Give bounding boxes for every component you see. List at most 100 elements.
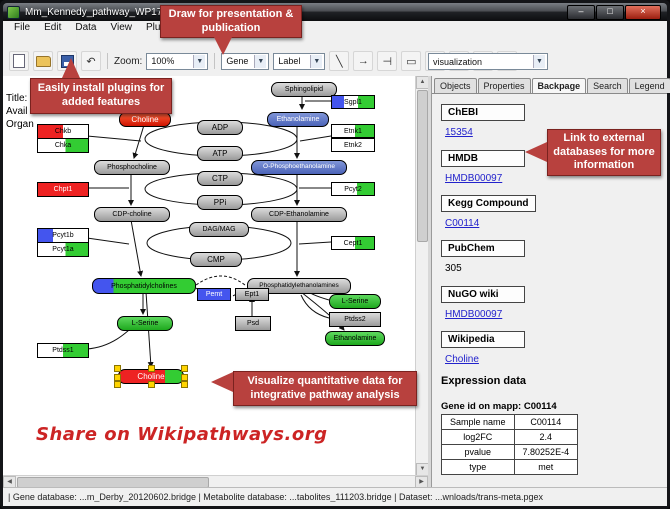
tab-objects[interactable]: Objects — [434, 78, 477, 93]
node-ethanolamine-bottom[interactable]: Ethanolamine — [325, 331, 385, 346]
tab-backpage[interactable]: Backpage — [531, 78, 587, 93]
menu-data[interactable]: Data — [75, 22, 97, 33]
node-ept1[interactable]: Ept1 — [235, 288, 269, 301]
node-pemt[interactable]: Pemt — [197, 288, 231, 301]
node-adp[interactable]: ADP — [197, 120, 243, 135]
pathway-canvas[interactable]: Title: Avail Organ — [3, 76, 416, 476]
statusbar: | Gene database: ...m_Derby_20120602.bri… — [3, 487, 667, 506]
new-file-button[interactable] — [9, 51, 29, 71]
tbar-tool-button[interactable]: ⊣ — [377, 51, 398, 71]
node-choline[interactable]: Choline — [119, 112, 171, 127]
node-dag-mag[interactable]: DAG/MAG — [189, 222, 249, 237]
table-cell: 2.4 — [513, 429, 579, 445]
rect-tool-button[interactable]: ▭ — [401, 51, 422, 71]
node-chka[interactable]: Chka — [37, 138, 89, 153]
visualization-select[interactable]: visualization ▼ — [428, 53, 548, 70]
wikipedia-link[interactable]: Choline — [445, 354, 479, 365]
chevron-down-icon: ▼ — [254, 54, 267, 68]
hmdb-link[interactable]: HMDB00097 — [445, 173, 503, 184]
node-etnk2[interactable]: Etnk2 — [331, 138, 375, 152]
node-ppi[interactable]: PPi — [197, 195, 243, 210]
node-pcyt2[interactable]: Pcyt2 — [331, 182, 375, 196]
node-chkb[interactable]: Chkb — [37, 124, 89, 139]
selection-handle[interactable] — [114, 381, 121, 388]
selection-handle[interactable] — [181, 381, 188, 388]
callout-draw: Draw for presentation & publication — [160, 5, 302, 38]
line-icon: ╲ — [336, 55, 343, 68]
node-l-serine-right[interactable]: L-Serine — [329, 294, 381, 309]
maximize-button[interactable]: □ — [596, 5, 624, 20]
selection-handle[interactable] — [181, 365, 188, 372]
node-ptdss2[interactable]: Ptdss2 — [329, 312, 381, 327]
node-cdp-choline[interactable]: CDP-choline — [94, 207, 170, 222]
minimize-button[interactable]: – — [567, 5, 595, 20]
chebi-link[interactable]: 15354 — [445, 127, 473, 138]
selection-handle[interactable] — [114, 365, 121, 372]
callout-databases-arrow-icon — [525, 142, 547, 162]
tab-divider — [432, 93, 667, 94]
node-ptdss1[interactable]: Ptdss1 — [37, 343, 89, 358]
menu-edit[interactable]: Edit — [44, 22, 62, 33]
node-sphingolipid[interactable]: Sphingolipid — [271, 82, 337, 97]
scroll-left-icon[interactable]: ◀ — [3, 476, 16, 489]
info-availability-label: Avail — [6, 106, 28, 117]
node-phosphatidylcholines[interactable]: Phosphatidylcholines — [92, 278, 196, 294]
section-header-wikipedia: Wikipedia — [441, 331, 525, 348]
node-pcyt1b[interactable]: Pcyt1b — [37, 228, 89, 243]
undo-button[interactable]: ↶ — [81, 51, 101, 71]
menu-file[interactable]: File — [14, 22, 31, 33]
sidebar-tabs: Objects Properties Backpage Search Legen… — [434, 78, 670, 93]
toolbar: ↶ Zoom: 100% ▼ Gene ▼ Label ▼ ╲ → ⊣ ▭ ○ … — [3, 34, 667, 77]
node-etnk1[interactable]: Etnk1 — [331, 124, 375, 138]
node-phosphocholine[interactable]: Phosphocholine — [94, 160, 170, 175]
node-ctp[interactable]: CTP — [197, 171, 243, 186]
expression-data-title: Expression data — [441, 375, 526, 387]
open-button[interactable] — [33, 51, 53, 71]
selection-handle[interactable] — [181, 373, 188, 381]
table-row: pvalue 7.80252E-4 — [441, 444, 579, 460]
zoom-select[interactable]: 100% ▼ — [146, 52, 209, 70]
menu-view[interactable]: View — [110, 22, 132, 33]
tab-properties[interactable]: Properties — [477, 78, 531, 93]
toolbar-separator — [214, 53, 216, 69]
canvas-area: Title: Avail Organ — [3, 76, 429, 489]
node-sgpl1[interactable]: Sgpl1 — [331, 95, 375, 109]
vertical-scrollbar[interactable]: ▲ ▼ — [415, 76, 429, 476]
table-cell: Sample name — [441, 414, 515, 430]
splitter[interactable] — [428, 76, 431, 488]
label-template-select[interactable]: Label ▼ — [273, 52, 326, 70]
section-header-chebi: ChEBI — [441, 104, 525, 121]
callout-visualize: Visualize quantitative data for integrat… — [233, 371, 417, 406]
tab-search[interactable]: Search — [587, 78, 628, 93]
vertical-scroll-thumb[interactable] — [417, 90, 428, 242]
arrow-tool-button[interactable]: → — [353, 51, 374, 71]
selection-handle[interactable] — [148, 365, 155, 372]
node-l-serine-left[interactable]: L-Serine — [117, 316, 173, 331]
node-chpt1[interactable]: Chpt1 — [37, 182, 89, 197]
table-cell: 7.80252E-4 — [513, 444, 579, 460]
close-button[interactable]: × — [625, 5, 661, 20]
pubchem-value: 305 — [445, 263, 462, 274]
selection-handle[interactable] — [114, 373, 121, 381]
node-cdp-ethanolamine[interactable]: CDP-Ethanolamine — [251, 207, 347, 222]
line-tool-button[interactable]: ╲ — [329, 51, 350, 71]
table-row: Sample name C00114 — [441, 414, 579, 430]
kegg-link[interactable]: C00114 — [445, 218, 480, 229]
selection-handle[interactable] — [148, 381, 155, 388]
node-atp[interactable]: ATP — [197, 146, 243, 161]
nugo-link[interactable]: HMDB00097 — [445, 309, 503, 320]
share-text: Share on Wikipathways.org — [36, 424, 328, 445]
callout-plugins-arrow-icon — [62, 58, 80, 78]
node-cept1[interactable]: Cept1 — [331, 236, 375, 250]
node-o-phosphoethanolamine[interactable]: O-Phosphoethanolamine — [251, 160, 347, 175]
section-header-pubchem: PubChem — [441, 240, 525, 257]
open-folder-icon — [35, 55, 51, 67]
node-pcyt1a[interactable]: Pcyt1a — [37, 242, 89, 257]
datanode-template-select[interactable]: Gene ▼ — [221, 52, 270, 70]
node-ethanolamine-top[interactable]: Ethanolamine — [267, 112, 329, 127]
node-psd[interactable]: Psd — [235, 316, 271, 331]
tab-legend[interactable]: Legend — [628, 78, 670, 93]
node-phosphatidylethanolamines[interactable]: Phosphatidylethanolamines — [247, 278, 351, 294]
node-cmp[interactable]: CMP — [190, 252, 242, 267]
